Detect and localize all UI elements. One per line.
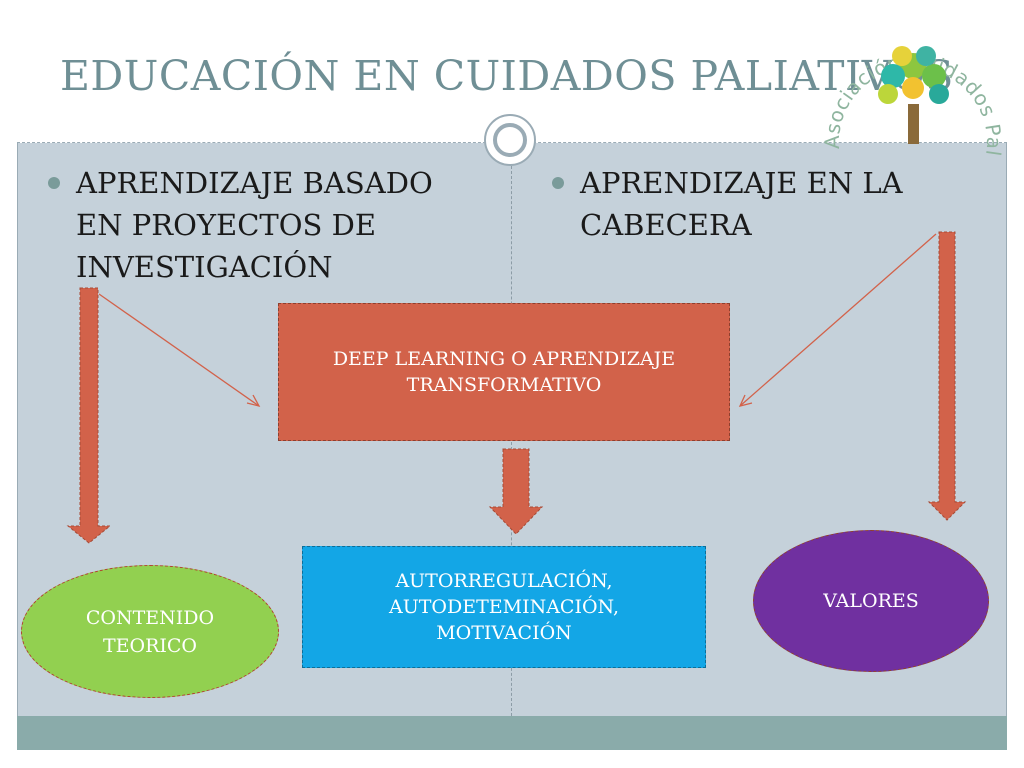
left-diagonal-arrow xyxy=(98,293,260,407)
left-diagonal-arrowhead xyxy=(246,394,261,407)
decorative-circle-ornament xyxy=(484,114,536,166)
association-logo: Asociación Cuidados Paliativos de Colomb… xyxy=(818,4,1006,158)
valores-label: VALORES xyxy=(823,590,919,612)
column-divider xyxy=(511,166,512,716)
right-diagonal-arrowhead xyxy=(738,394,753,407)
autorregulacion-box: AUTORREGULACIÓN, AUTODETEMINACIÓN, MOTIV… xyxy=(302,546,706,668)
contenido-teorico-label: CONTENIDO TEORICO xyxy=(85,606,215,657)
deep-learning-box: DEEP LEARNING O APRENDIZAJE TRANSFORMATI… xyxy=(278,303,730,441)
left-column-heading: APRENDIZAJE BASADO EN PROYECTOS DE INVES… xyxy=(76,166,433,284)
autorregulacion-label: AUTORREGULACIÓN, AUTODETEMINACIÓN, MOTIV… xyxy=(388,570,619,644)
right-column-heading: APRENDIZAJE EN LA CABECERA xyxy=(580,166,903,242)
left-down-arrow xyxy=(66,287,112,544)
right-diagonal-arrow xyxy=(739,233,937,407)
right-bullet-icon xyxy=(552,177,564,189)
tree-hands-icon xyxy=(878,46,949,144)
left-bullet-icon xyxy=(48,177,60,189)
contenido-teorico-oval: CONTENIDO TEORICO xyxy=(21,565,279,698)
right-down-arrow xyxy=(927,231,967,521)
bottom-band xyxy=(17,716,1007,750)
valores-oval: VALORES xyxy=(753,530,989,672)
center-down-arrow xyxy=(488,448,544,535)
slide-title: EDUCACIÓN EN CUIDADOS PALIATIVOS xyxy=(60,52,954,100)
deep-learning-label: DEEP LEARNING O APRENDIZAJE TRANSFORMATI… xyxy=(332,348,676,396)
